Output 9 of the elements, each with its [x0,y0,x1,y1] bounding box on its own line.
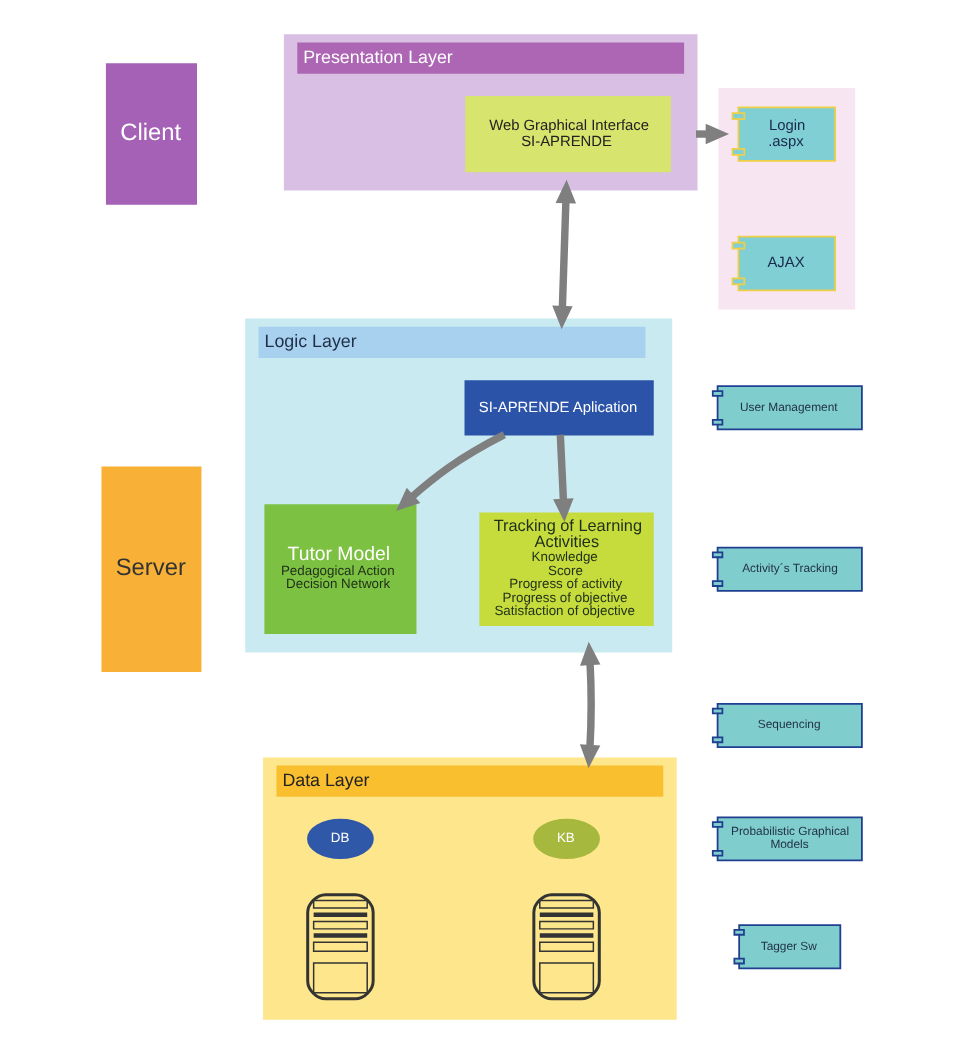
arrow [553,433,574,522]
node-box: Web Graphical Interface SI-APRENDE [465,94,671,172]
node-box: Server [101,465,202,672]
arrow [396,430,506,510]
node-box: Client [105,62,197,204]
cluster [718,86,856,309]
node-box: SI-APRENDE Aplication [464,379,654,435]
arrow [552,178,577,329]
arrow [579,640,601,768]
